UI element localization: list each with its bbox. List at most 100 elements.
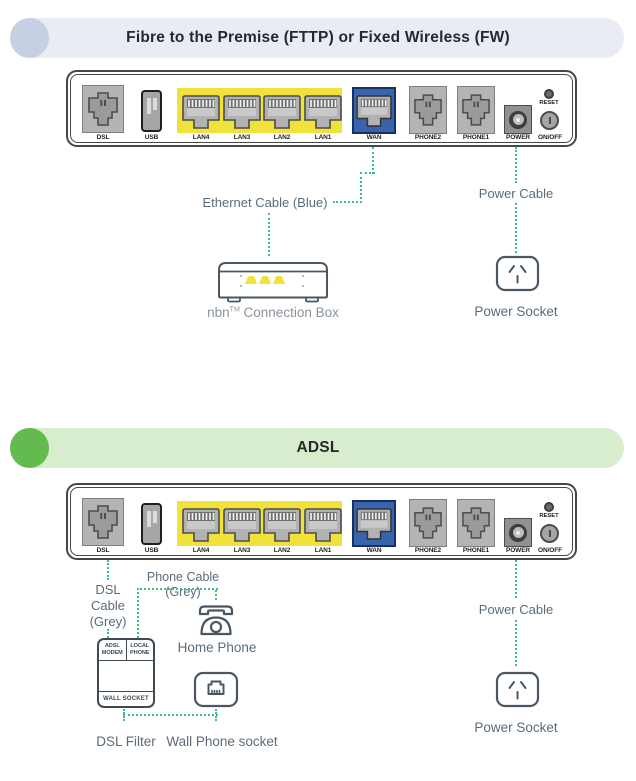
power-socket-icon [495, 671, 540, 708]
lan1-port-icon [304, 95, 342, 129]
ethernet-cable-line-segment [268, 213, 270, 256]
wall-phone-socket-label: Wall Phone socket [166, 734, 278, 749]
lan1-port-label: LAN1 [314, 134, 332, 141]
reset-label: RESET [539, 513, 559, 519]
reset-label: RESET [539, 100, 559, 106]
dsl-filter-adsl-modem-cell: ADSL MODEM [99, 640, 127, 660]
rj45-jack-icon [356, 507, 392, 540]
on-off-label: ON/OFF [538, 134, 562, 141]
usb-port-label: USB [144, 134, 159, 141]
on-off-button-icon [540, 111, 559, 130]
dsl-cable-line-segment [107, 629, 109, 638]
rj11-jack-icon [88, 92, 118, 126]
phone-cable-label: Phone Cable (Grey) [146, 570, 220, 599]
lan2-port-label: LAN2 [273, 134, 291, 141]
router-back-panel: DSL USB LAN4 LAN3 LAN2 LA [66, 483, 577, 560]
rj11-jack-icon [414, 507, 442, 539]
adsl-banner-accent-circle [10, 428, 49, 468]
lan4-port-icon [182, 95, 220, 129]
power-port-label: POWER [505, 547, 531, 554]
lan3-port-label: LAN3 [233, 547, 251, 554]
usb-port-label: USB [144, 547, 159, 554]
rj11-jack-icon [462, 507, 490, 539]
power-socket-label: Power Socket [474, 304, 558, 319]
power-cable-line-segment [515, 560, 517, 598]
dsl-filter-label: DSL Filter [96, 734, 156, 749]
power-socket-label: Power Socket [474, 720, 558, 735]
on-off-button-icon [540, 524, 559, 543]
fttp-section-banner: Fibre to the Premise (FTTP) or Fixed Wir… [12, 18, 624, 58]
fttp-router: DSL USB LAN4 LAN3 LAN2 LA [66, 70, 577, 147]
wall-socket-cable-line-segment [123, 714, 218, 716]
wan-port-label: WAN [366, 547, 382, 554]
rj11-jack-icon [88, 505, 118, 539]
nbn-connection-box-label: nbnTM Connection Box [207, 305, 339, 320]
adsl-section-title: ADSL [296, 439, 340, 456]
dsl-port-icon [82, 85, 124, 133]
power-socket-icon [495, 255, 540, 292]
reset-button-icon [544, 89, 554, 99]
lan2-port-label: LAN2 [273, 547, 291, 554]
adsl-section-banner: ADSL [12, 428, 624, 468]
phone2-port-label: PHONE2 [414, 134, 442, 141]
wall-socket-cable-line-segment [215, 709, 217, 721]
phone-cable-line-segment [137, 588, 139, 638]
phone1-port-icon [457, 499, 495, 547]
fttp-section-title: Fibre to the Premise (FTTP) or Fixed Wir… [126, 29, 510, 46]
dsl-filter-icon: ADSL MODEM LOCAL PHONE WALL SOCKET [97, 638, 155, 708]
ethernet-cable-line-segment [333, 201, 362, 203]
lan3-port-icon [223, 95, 261, 129]
ethernet-cable-line-segment [360, 172, 362, 203]
power-port-label: POWER [505, 134, 531, 141]
ethernet-cable-line-segment [360, 172, 375, 174]
power-cable-line-segment [515, 203, 517, 253]
usb-port-icon [141, 503, 162, 545]
wan-port-icon [352, 87, 396, 134]
power-cable-line-segment [515, 147, 517, 183]
phone2-port-icon [409, 499, 447, 547]
power-cable-line-segment [515, 620, 517, 666]
lan4-port-label: LAN4 [192, 134, 210, 141]
rj11-jack-icon [414, 94, 442, 126]
phone2-port-icon [409, 86, 447, 134]
lan2-port-icon [263, 508, 301, 542]
phone-cable-line-segment [215, 590, 217, 600]
nbn-connection-box-icon [218, 262, 328, 303]
rj45-jack-icon [356, 94, 392, 127]
power-cable-label: Power Cable [478, 602, 554, 617]
lan4-port-label: LAN4 [192, 547, 210, 554]
home-phone-label: Home Phone [177, 640, 257, 655]
reset-button-icon [544, 502, 554, 512]
lan3-port-label: LAN3 [233, 134, 251, 141]
adsl-router: DSL USB LAN4 LAN3 LAN2 LA [66, 483, 577, 560]
power-jack-icon [504, 105, 532, 134]
dsl-filter-local-phone-cell: LOCAL PHONE [130, 643, 150, 656]
fttp-banner-accent-circle [10, 18, 49, 58]
rj11-jack-icon [462, 94, 490, 126]
wall-phone-socket-icon [193, 671, 239, 708]
dsl-cable-line-segment [107, 560, 109, 580]
on-off-label: ON/OFF [538, 547, 562, 554]
ethernet-cable-label: Ethernet Cable (Blue) [202, 195, 328, 210]
lan1-port-label: LAN1 [314, 547, 332, 554]
phone2-port-label: PHONE2 [414, 547, 442, 554]
dsl-filter-top-cells: ADSL MODEM LOCAL PHONE [99, 640, 153, 661]
dsl-port-icon [82, 498, 124, 546]
lan4-port-icon [182, 508, 220, 542]
lan2-port-icon [263, 95, 301, 129]
lan3-port-icon [223, 508, 261, 542]
dsl-cable-label: DSL Cable (Grey) [89, 582, 127, 629]
home-phone-icon [198, 605, 234, 636]
power-cable-label: Power Cable [478, 186, 554, 201]
dsl-port-label: DSL [96, 547, 110, 554]
phone1-port-label: PHONE1 [462, 547, 490, 554]
phone-cable-line-segment [137, 588, 218, 590]
ethernet-cable-line-segment [372, 147, 374, 174]
wan-port-label: WAN [366, 134, 382, 141]
power-jack-icon [504, 518, 532, 547]
phone1-port-icon [457, 86, 495, 134]
phone1-port-label: PHONE1 [462, 134, 490, 141]
usb-port-icon [141, 90, 162, 132]
lan1-port-icon [304, 508, 342, 542]
